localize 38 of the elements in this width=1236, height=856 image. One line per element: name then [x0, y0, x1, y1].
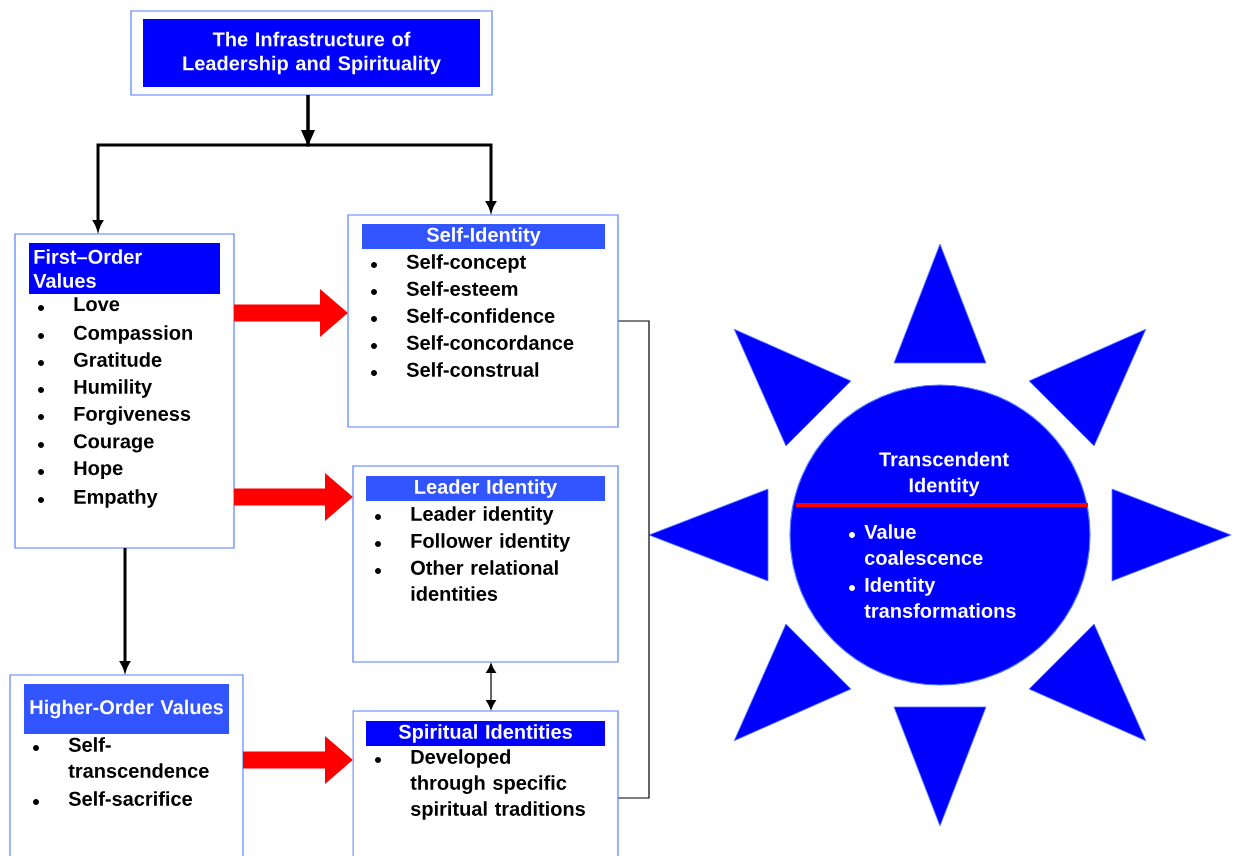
list-item: Humility	[38, 379, 152, 398]
identity-circle	[789, 384, 1091, 686]
heading-band: The Infrastructure of Leadership and Spirituality	[143, 19, 480, 87]
value-box	[9, 674, 244, 856]
list-item: Compassion	[38, 325, 192, 344]
arrow	[120, 548, 130, 672]
list-item: Follower identity	[375, 533, 571, 552]
heading-band: Spiritual Identities	[366, 721, 605, 746]
value-box	[14, 233, 235, 549]
list-item: Self-concept	[371, 254, 526, 273]
list-item: Self-transcendence	[33, 737, 209, 778]
arrow	[306, 95, 496, 212]
list-item: Self-construal	[371, 362, 539, 377]
list-item: Empathy	[38, 489, 158, 508]
heading-band: Leader Identity	[366, 476, 605, 501]
value-box	[347, 214, 619, 428]
list-item: Courage	[38, 434, 154, 453]
value-box	[130, 10, 493, 96]
list-item: Forgiveness	[38, 406, 191, 425]
arrow	[486, 663, 496, 710]
heading-band: Higher-Order Values	[24, 684, 229, 734]
list-item: Self-concordance	[371, 335, 574, 350]
value-box	[352, 710, 619, 856]
list-item: Self-confidence	[371, 308, 555, 323]
list-item: Gratitude	[38, 352, 162, 367]
list-item: Identity transformations	[849, 577, 1016, 618]
list-item: Love	[38, 297, 120, 312]
list-item: Hope	[38, 461, 123, 480]
list-item: Other relational identities	[375, 560, 558, 601]
value-box	[352, 465, 619, 663]
heading: Transcendent Identity	[879, 451, 1009, 497]
list-item: Developed through specific spiritual traditions	[375, 749, 585, 820]
heading-band: First–Order Values	[29, 243, 220, 294]
heading-band: Self-Identity	[362, 224, 605, 249]
list-item: Self-esteem	[371, 281, 518, 296]
list-item: Self-sacrifice	[33, 791, 193, 806]
list-item: Leader identity	[375, 506, 554, 525]
list-item: Value coalescence	[849, 524, 983, 565]
